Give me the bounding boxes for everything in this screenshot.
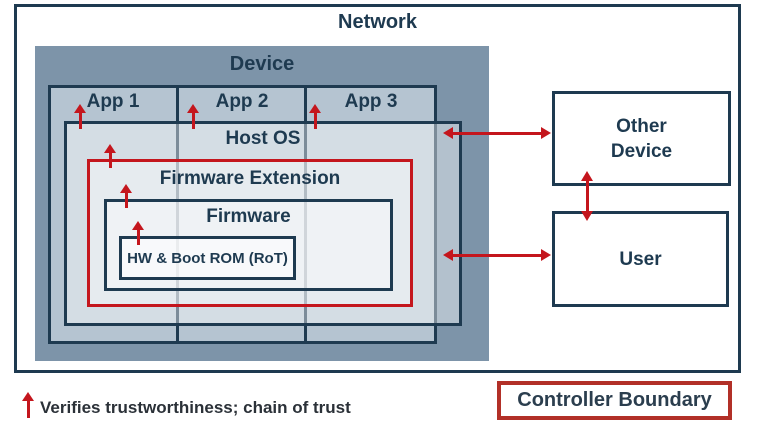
trust-arrow-firmware-to-fwext [120,184,132,208]
trust-arrow-hostos-to-app3 [309,104,321,129]
trust-arrow-fwext-to-hostos [104,144,116,168]
legend-trust-arrow-icon [22,392,34,418]
user-label: User [619,248,662,270]
apps-box: App 1 App 2 App 3 [48,85,437,344]
hw-boot-rom-label: HW & Boot ROM (RoT) [127,249,288,267]
comm-arrow-device-user [443,249,551,261]
device-label: Device [229,53,295,75]
host-os-box: Host OS [64,121,462,326]
trust-arrow-rot-to-firmware [132,221,144,245]
other-device-label-line1: Other [616,115,667,137]
controller-boundary-label: Controller Boundary [517,389,712,411]
network-box: Network Device App 1 App 2 App 3 Host OS… [14,4,741,373]
other-device-box: Other Device [552,91,731,186]
legend-controller-boundary-box: Controller Boundary [497,381,732,420]
network-label: Network [338,11,417,33]
comm-arrow-device-other-device [443,127,551,139]
firmware-label: Firmware [206,206,291,227]
device-box: Device App 1 App 2 App 3 Host OS Firmwar… [35,46,489,361]
legend-chain-of-trust-label: Verifies trustworthiness; chain of trust [40,398,351,417]
app-column-divider [176,88,179,341]
app1-label: App 1 [86,91,140,112]
host-os-label: Host OS [225,128,301,149]
app-column-divider [304,88,307,341]
other-device-label-line2: Device [610,140,673,162]
hw-boot-rom-box: HW & Boot ROM (RoT) [119,236,296,280]
app2-label: App 2 [215,91,269,112]
app3-label: App 3 [344,91,398,112]
trust-arrow-hostos-to-app2 [187,104,199,129]
user-box: User [552,211,729,307]
trust-arrow-hostos-to-app1 [74,104,86,129]
comm-arrow-other-device-user [581,171,593,221]
firmware-extension-label: Firmware Extension [159,168,341,189]
